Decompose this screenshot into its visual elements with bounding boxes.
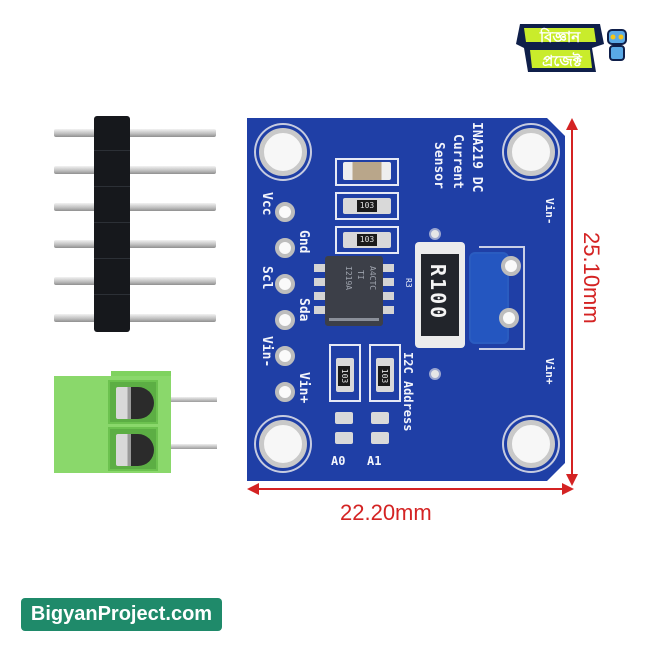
- brand-logo: বিজ্ঞান প্রজেক্ট: [512, 14, 632, 80]
- terminal-slot: [108, 380, 158, 424]
- pin-pad-gnd: [275, 238, 295, 258]
- header-pin: [54, 166, 216, 174]
- component-outline: [335, 226, 399, 254]
- address-jumper-pad: [335, 432, 353, 444]
- label-vcc: Vcc: [259, 192, 274, 216]
- component-outline: [335, 158, 399, 186]
- website-badge: BigyanProject.com: [21, 598, 222, 631]
- terminal-footprint: [479, 246, 525, 350]
- address-jumper-pad: [371, 432, 389, 444]
- label-i2c-address: I2C Address: [401, 352, 415, 432]
- small-via: [429, 368, 441, 380]
- resistor: 103: [343, 198, 391, 214]
- resistor: 103: [376, 358, 394, 392]
- svg-text:বিজ্ঞান: বিজ্ঞান: [539, 27, 581, 46]
- svg-text:প্রজেক্ট: প্রজেক্ট: [542, 52, 583, 70]
- label-gnd: Gnd: [296, 230, 311, 254]
- resistor: 103: [343, 232, 391, 248]
- header-pin: [54, 240, 216, 248]
- header-pin: [54, 314, 216, 322]
- label-right-vin-minus: Vin-: [543, 198, 556, 225]
- header-pin: [54, 129, 216, 137]
- mounting-hole: [507, 420, 555, 468]
- arrow-left-icon: [247, 483, 259, 495]
- small-via: [429, 228, 441, 240]
- pin-pad-vin-plus: [275, 382, 295, 402]
- label-right-vin-plus: Vin+: [543, 358, 556, 385]
- mounting-hole: [507, 128, 555, 176]
- screw-icon: [116, 387, 154, 419]
- terminal-pad: [499, 308, 519, 328]
- ina219-chip: A4CTC TI I219A: [325, 256, 383, 326]
- pin-pad-sda: [275, 310, 295, 330]
- board-title-line-1: INA219 DC: [469, 122, 484, 193]
- board-title-line-3: Sensor: [431, 142, 446, 189]
- width-dimension-label: 22.20mm: [340, 500, 432, 525]
- label-a1: A1: [367, 454, 382, 468]
- screw-terminal-block: [54, 371, 217, 473]
- terminal-pin: [171, 397, 217, 402]
- shunt-resistor: R100: [415, 242, 465, 348]
- ina219-pcb: Vcc Gnd Scl Sda Vin- Vin+ INA219 DC Curr…: [247, 118, 565, 481]
- logo-graphic: বিজ্ঞান প্রজেক্ট: [516, 24, 627, 72]
- capacitor: [343, 162, 391, 180]
- resistor: 103: [336, 358, 354, 392]
- header-pin: [54, 277, 216, 285]
- arrow-down-icon: [566, 474, 578, 486]
- arrow-right-icon: [562, 483, 574, 495]
- pin-pad-vin-minus: [275, 346, 295, 366]
- terminal-pin: [171, 444, 217, 449]
- robot-icon: [607, 29, 627, 61]
- width-dimension-line: [252, 488, 570, 490]
- label-a0: A0: [331, 454, 346, 468]
- header-pin: [54, 203, 216, 211]
- male-pin-header: [54, 116, 216, 336]
- screw-icon: [116, 434, 154, 466]
- mounting-hole: [259, 420, 307, 468]
- pin-pad-vcc: [275, 202, 295, 222]
- shunt-ref-label: R3: [404, 278, 413, 288]
- terminal-slot: [108, 427, 158, 471]
- arrow-up-icon: [566, 118, 578, 130]
- label-sda: Sda: [296, 298, 311, 322]
- mounting-hole: [259, 128, 307, 176]
- height-dimension-label: 25.10mm: [579, 232, 604, 324]
- board-title-line-2: Current: [450, 134, 465, 189]
- terminal-pad: [501, 256, 521, 276]
- address-jumper-pad: [335, 412, 353, 424]
- header-plastic-body: [94, 116, 130, 332]
- address-jumper-pad: [371, 412, 389, 424]
- component-outline: [335, 192, 399, 220]
- label-vin-plus: Vin+: [296, 372, 311, 404]
- label-scl: Scl: [259, 266, 274, 290]
- pin-pad-scl: [275, 274, 295, 294]
- height-dimension-line: [571, 124, 573, 480]
- label-vin-minus: Vin-: [259, 336, 274, 368]
